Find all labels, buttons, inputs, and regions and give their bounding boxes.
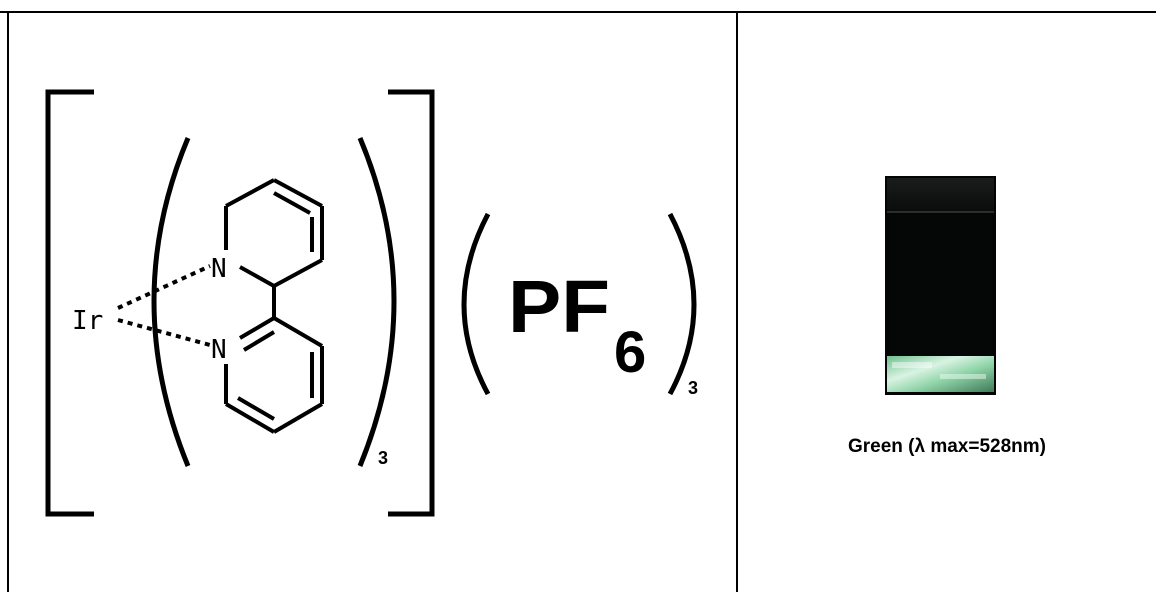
counterion-formula: PF bbox=[508, 265, 610, 348]
vial-cap bbox=[887, 178, 994, 212]
right-square-bracket bbox=[388, 89, 435, 517]
dative-bond-lower bbox=[117, 318, 211, 347]
vial-body bbox=[889, 214, 992, 356]
emission-caption: Green (λ max=528nm) bbox=[847, 436, 1046, 457]
ligand-count-subscript: 3 bbox=[378, 448, 388, 468]
lower-nitrogen-label: N bbox=[211, 335, 227, 365]
counterion-count-subscript: 3 bbox=[688, 378, 698, 398]
table-frame bbox=[0, 11, 1156, 592]
metal-atom-label: Ir bbox=[72, 306, 103, 336]
counterion-right-paren bbox=[667, 212, 697, 396]
upper-pyridine-ring bbox=[224, 178, 324, 288]
ligand-left-paren bbox=[151, 137, 191, 467]
counterion-subscript: 6 bbox=[614, 320, 646, 385]
dative-bond-upper bbox=[117, 264, 211, 310]
lower-pyridine-ring bbox=[224, 316, 324, 434]
counterion-left-paren bbox=[461, 212, 491, 396]
left-square-bracket bbox=[45, 89, 94, 517]
ligand-right-paren bbox=[357, 137, 397, 467]
vial-photo bbox=[885, 176, 996, 395]
upper-nitrogen-label: N bbox=[211, 254, 227, 284]
chemical-structure: Ir N N bbox=[45, 89, 698, 517]
